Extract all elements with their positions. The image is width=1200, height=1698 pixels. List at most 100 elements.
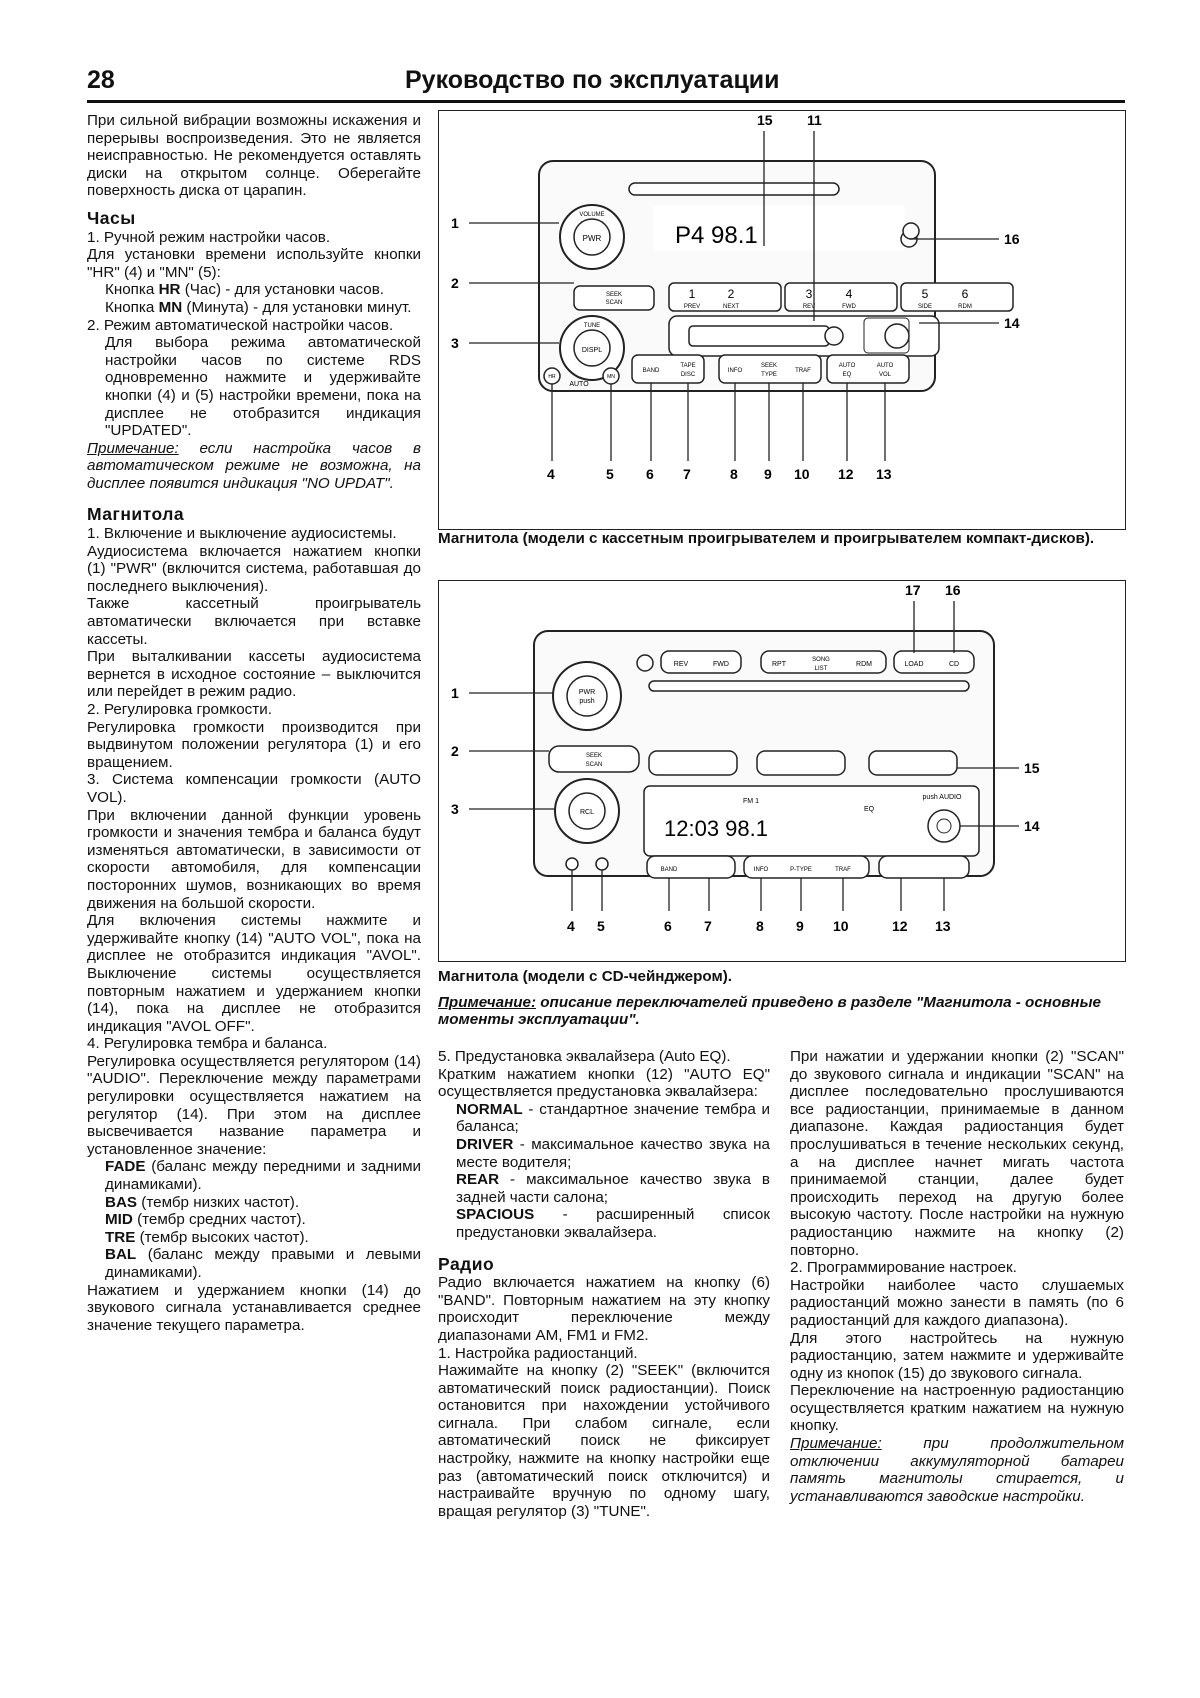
band-label: BAND bbox=[643, 368, 660, 374]
memory-note-label: Примечание: bbox=[790, 1435, 882, 1453]
tune-heading: 1. Настройка радиостанций. bbox=[438, 1344, 638, 1362]
callout-8b: 8 bbox=[756, 918, 764, 934]
rdm-label: RDM bbox=[856, 661, 872, 668]
preset-5: 5 bbox=[922, 287, 929, 301]
auto-eq-vol-group-2 bbox=[878, 855, 970, 879]
pwr-knob-2-inner bbox=[566, 675, 608, 717]
load-cd-group bbox=[893, 650, 975, 674]
callout-9b: 9 bbox=[796, 918, 804, 934]
preset-group-1 bbox=[668, 282, 782, 312]
callout-15: 15 bbox=[757, 112, 773, 128]
figure-2-caption: Магнитола (модели с CD-чейнджером). bbox=[438, 968, 732, 985]
spacious-line: SPACIOUS - расширенный список предустано… bbox=[438, 1206, 770, 1241]
clock-item-1: 1. Ручной режим настройки часов. bbox=[87, 228, 331, 246]
spacious-desc: - расширенный список предустановки эквал… bbox=[456, 1206, 770, 1241]
callout-3: 3 bbox=[451, 335, 459, 351]
tune-text: Нажимайте на кнопку (2) "SEEK" (включитс… bbox=[438, 1362, 770, 1520]
volume-label: VOLUME bbox=[579, 212, 604, 218]
push-label-2: push bbox=[579, 698, 594, 705]
callout-1: 1 bbox=[451, 215, 459, 231]
band-label-2: BAND bbox=[661, 867, 678, 873]
cd-label: CD bbox=[949, 661, 959, 668]
auto-eq-label-b: EQ bbox=[843, 372, 852, 378]
cd-slot-2 bbox=[648, 680, 970, 692]
tune-knob-2-inner bbox=[568, 792, 606, 830]
callout-13: 13 bbox=[876, 466, 892, 482]
header-rule bbox=[87, 100, 1125, 103]
callout-lines-2 bbox=[469, 601, 1019, 911]
fade-desc: (баланс между передними и задними динами… bbox=[105, 1158, 421, 1194]
column-middle: 5. Предустановка эквалайзера (Auto EQ). … bbox=[438, 1048, 770, 1520]
radio-item-1: 1. Включение и выключение аудиосистемы. bbox=[87, 525, 397, 543]
page-title: Руководство по эксплуатации bbox=[405, 66, 780, 94]
rpt-song-rdm-group bbox=[760, 650, 887, 674]
list-label: LIST bbox=[815, 666, 828, 672]
bal-line: BAL (баланс между правыми и левыми динам… bbox=[87, 1246, 421, 1281]
cd-slot bbox=[628, 182, 840, 196]
hr-prefix: Кнопка bbox=[105, 281, 159, 299]
callout-6b: 6 bbox=[664, 918, 672, 934]
tape-slot bbox=[688, 325, 830, 347]
callout-16: 16 bbox=[1004, 231, 1020, 247]
callout-10b: 10 bbox=[833, 918, 849, 934]
auto-eq-label-a: AUTO bbox=[839, 363, 856, 369]
rev-fwd-group bbox=[660, 650, 742, 674]
callout-11: 11 bbox=[807, 112, 822, 128]
bas-desc: (тембр низких частот). bbox=[137, 1193, 300, 1211]
callout-4b: 4 bbox=[567, 918, 575, 934]
fwd-label: FWD bbox=[713, 661, 729, 668]
preset-2: 2 bbox=[728, 287, 735, 301]
info-label: INFO bbox=[728, 368, 743, 374]
preset-group-3 bbox=[900, 282, 1014, 312]
traf-label: TRAF bbox=[795, 368, 811, 374]
callout-12: 12 bbox=[838, 466, 854, 482]
preset-pair-2 bbox=[756, 750, 846, 776]
tre-key: TRE bbox=[105, 1228, 136, 1246]
pwr-knob-inner bbox=[573, 218, 611, 256]
callout-9: 9 bbox=[764, 466, 772, 482]
callout-lines bbox=[469, 131, 999, 461]
clock-note: Примечание: если настройка часов в автом… bbox=[87, 440, 421, 493]
info-label-2: INFO bbox=[754, 867, 769, 873]
column-left: При сильной вибрации возможны искажения … bbox=[87, 112, 421, 1334]
fade-key: FADE bbox=[105, 1158, 146, 1176]
disc-label: DISC bbox=[681, 372, 696, 378]
rpt-label: RPT bbox=[772, 661, 787, 668]
radio-item-1-text: Аудиосистема включается нажатием кнопки … bbox=[87, 542, 421, 595]
traf-label-2: TRAF bbox=[835, 867, 851, 873]
clock-item-1-text: Для установки времени используйте кнопки… bbox=[87, 246, 421, 281]
audio-knob-2-inner bbox=[936, 818, 952, 834]
preset-sub-1: PREV bbox=[684, 304, 700, 310]
driver-key: DRIVER bbox=[456, 1135, 514, 1153]
scan-label-2: SCAN bbox=[586, 762, 603, 768]
bal-desc: (баланс между правыми и левыми динамикам… bbox=[105, 1246, 421, 1281]
note-text: если настройка часов в автоматическом ре… bbox=[87, 439, 421, 492]
callout-10: 10 bbox=[794, 466, 810, 482]
mid-desc: (тембр средних частот). bbox=[132, 1211, 306, 1229]
figure-cd-changer-radio: REV FWD RPT SONG LIST RDM LOAD CD PWR pu… bbox=[438, 580, 1126, 962]
bas-line: BAS (тембр низких частот). bbox=[87, 1194, 421, 1212]
normal-line: NORMAL - стандартное значение тембра и б… bbox=[438, 1101, 770, 1136]
tre-desc: (тембр высоких частот). bbox=[135, 1228, 309, 1246]
band-tape-group bbox=[631, 354, 705, 384]
callout-6: 6 bbox=[646, 466, 654, 482]
radio-item-3-text: При включении данной функции уровень гро… bbox=[87, 806, 421, 912]
rear-desc: - максимальное качество звука в задней ч… bbox=[456, 1171, 770, 1206]
callout-numbers: 15 11 1 2 3 16 14 4 5 6 7 8 9 10 12 13 bbox=[451, 112, 1020, 482]
bal-key: BAL bbox=[105, 1246, 137, 1264]
seek-type-label-b: TYPE bbox=[761, 372, 777, 378]
radio-item-4: 4. Регулировка тембра и баланса. bbox=[87, 1035, 328, 1053]
displ-label: DISPL bbox=[582, 347, 602, 354]
pwr-label-2: PWR bbox=[579, 689, 595, 696]
preset-sub-5: SIDE bbox=[918, 304, 932, 310]
clock-item-2-text: Для выбора режима автоматической настрой… bbox=[105, 334, 421, 440]
hr-button-label: HR bbox=[548, 374, 556, 380]
figures-note-label: Примечание: bbox=[438, 994, 537, 1011]
rcl-label: RCL bbox=[580, 809, 594, 816]
bas-key: BAS bbox=[105, 1193, 138, 1211]
note-label: Примечание: bbox=[87, 439, 179, 457]
figures-note-text: описание переключателей приведено в разд… bbox=[438, 994, 1101, 1028]
mn-desc: (Минута) - для установки минут. bbox=[182, 298, 412, 316]
fade-line: FADE (баланс между передними и задними д… bbox=[87, 1158, 421, 1193]
hr-desc: (Час) - для установки часов. bbox=[180, 281, 385, 299]
